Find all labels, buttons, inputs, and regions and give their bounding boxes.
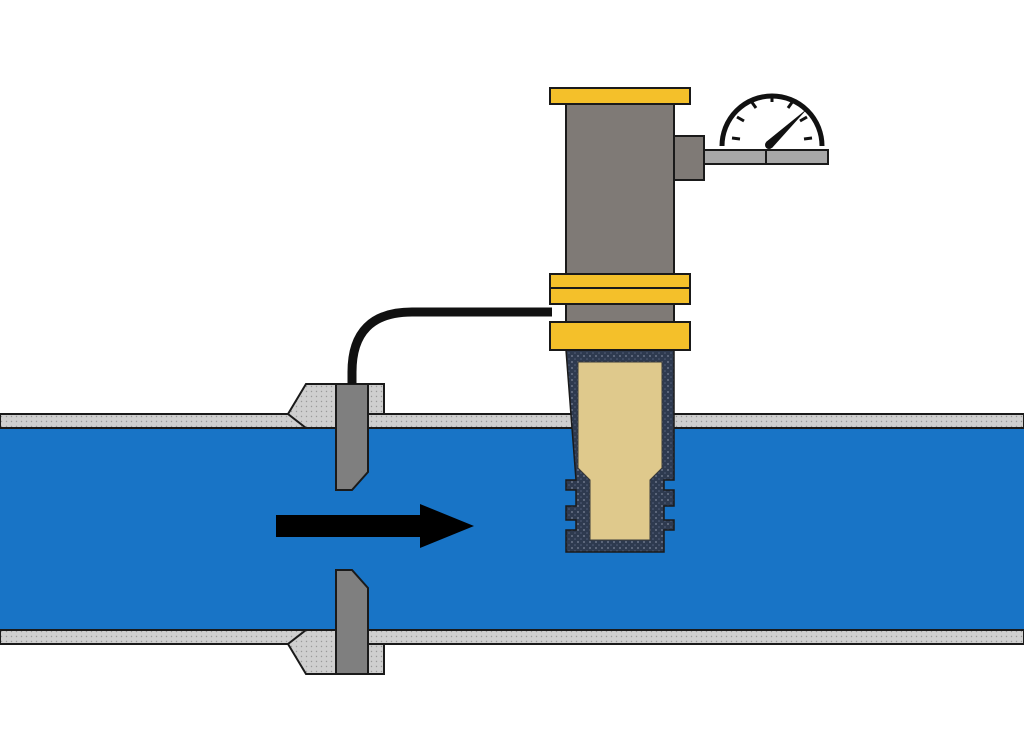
sensor-housing xyxy=(565,103,675,275)
sensor-flange-middle-bottom xyxy=(549,287,691,305)
impulse-tube xyxy=(347,307,552,384)
sensor-flange-middle-top xyxy=(549,273,691,289)
sensor-cap xyxy=(549,87,691,105)
sensor-insert-core xyxy=(577,361,663,541)
gauge-port xyxy=(673,135,705,181)
gauge-icon xyxy=(719,93,825,149)
pipe-wall-bottom xyxy=(0,629,1024,645)
arrow-right-icon xyxy=(276,504,474,548)
sensor-flange-lower xyxy=(549,321,691,351)
water-flow xyxy=(0,428,1024,630)
orifice-plate-top xyxy=(335,383,369,491)
gauge-stem xyxy=(703,149,829,165)
pipe-wall-top xyxy=(0,413,1024,429)
sensor-neck xyxy=(565,303,675,323)
orifice-plate-bottom xyxy=(335,569,369,675)
